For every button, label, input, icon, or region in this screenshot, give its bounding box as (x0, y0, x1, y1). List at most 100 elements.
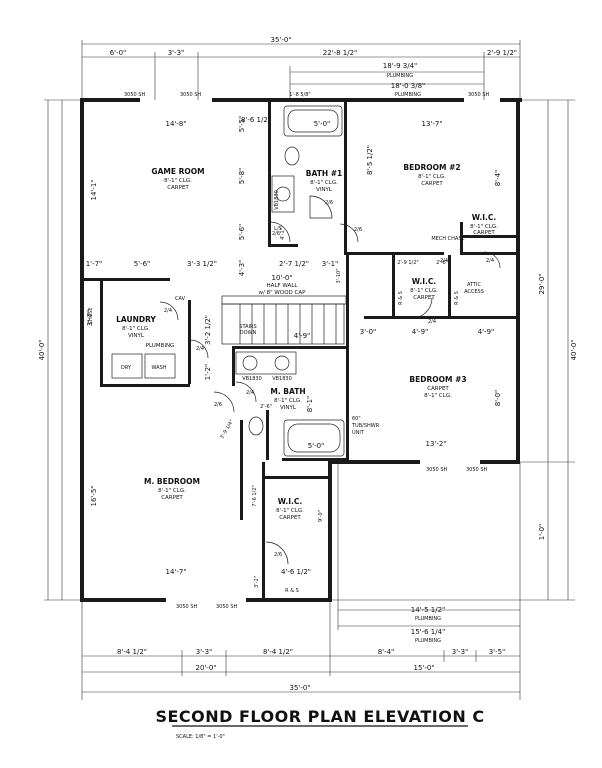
door-swings (159, 195, 501, 565)
room-laundry-floor: VINYL (128, 333, 145, 339)
dim-3-7: 3'-7" (86, 310, 94, 327)
dim-4-1: 4'-1" (280, 228, 286, 240)
laundry-plumbing-label: PLUMBING (146, 343, 175, 349)
room-bed2-ceiling: 8'-1" CLG. (418, 174, 446, 180)
dim-1-2: 1'-2" (204, 364, 212, 381)
room-laundry-ceiling: 8'-1" CLG. (122, 326, 150, 332)
linen-label: L/S (274, 226, 282, 232)
window-label-4: 3050 SH (426, 467, 447, 473)
dim-plumb1-lbl: PLUMBING (387, 73, 413, 79)
dim-4-9c: 4'-9" (478, 328, 495, 336)
interior-walls (84, 102, 518, 598)
dim-3-10: 3'-10" (336, 268, 342, 283)
room-wic-upper-floor: CARPET (473, 230, 495, 236)
dim-bed2-w: 13'-7" (421, 120, 442, 128)
dim-tub: 5'-0" (308, 442, 325, 450)
dim-7-6: 7'-6 1/2" (252, 485, 258, 506)
top-dimensions (81, 40, 521, 100)
dim-bot-b: 3'-3" (196, 648, 213, 656)
dim-bot-c: 8'-4 1/2" (263, 648, 293, 656)
dim-right-inner: 29'-0" (538, 273, 546, 294)
dim-3-0: 3'-0" (360, 328, 377, 336)
wood-cap-label: w/ 8" WOOD CAP (259, 290, 307, 296)
dim-plumb1-val: 18'-9 3/4" (383, 62, 418, 70)
dim-bot-a: 8'-4 1/2" (117, 648, 147, 656)
room-mbath-floor: VINYL (280, 405, 297, 411)
dim-2-9: 2'-9 1/2" (397, 260, 418, 266)
half-wall-label: HALF WALL (267, 283, 299, 289)
dim-plumb2-val: 18'-0 3/8" (391, 82, 426, 90)
window-label-6: 3050 SH (176, 604, 197, 610)
attic-label: ATTIC (467, 282, 482, 288)
dim-8-4: 8'-4" (494, 170, 502, 187)
dim-top-c: 22'-8 1/2" (323, 49, 358, 57)
dim-mbath-a: 2'-6" (260, 404, 272, 410)
room-game-ceiling: 8'-1" CLG. (164, 178, 192, 184)
exterior-walls (80, 98, 522, 602)
bottom-dimensions (81, 462, 521, 700)
chase-label: CHASE (88, 307, 94, 324)
plan-scale: SCALE: 1/8" = 1'-0" (176, 734, 225, 740)
room-wic-master-floor: CARPET (279, 515, 301, 521)
room-mbath-name: M. BATH (270, 387, 305, 396)
door-tag-g: 2/4 (196, 346, 204, 352)
dim-bot-overall: 35'-0" (289, 684, 310, 692)
plan-title: SECOND FLOOR PLAN ELEVATION C (155, 707, 484, 726)
bath1-fixtures (271, 105, 343, 213)
window-label-2: 3050 SH (180, 92, 201, 98)
room-bed2-floor: CARPET (421, 181, 443, 187)
room-bath1-ceiling: 8'-1" CLG. (310, 180, 338, 186)
room-wic-mid-floor: CARPET (413, 295, 435, 301)
door-tag-a: 2/6 (325, 200, 333, 206)
door-tag-d: 2/4 (486, 258, 494, 264)
door-tag-f: 2/4 (164, 308, 172, 314)
access-label: ACCESS (464, 289, 484, 295)
dim-game-h: 14'-1" (90, 179, 98, 200)
window-label-3: 3050 SH (468, 92, 489, 98)
dim-top-b: 3'-3" (168, 49, 185, 57)
rs-label-1: R & S (398, 291, 404, 305)
door-tag-h: 2/4 (246, 390, 254, 396)
dim-1-0: 1'-0" (538, 524, 546, 541)
dim-8-6: 8'-6 1/2" (241, 116, 271, 124)
dim-5-5: 5'-5" (238, 116, 246, 133)
door-tag-i: 2/6 (214, 402, 222, 408)
dim-bot-left: 20'-0" (195, 664, 216, 672)
dim-game-w: 14'-8" (165, 120, 186, 128)
dim-bot-plumb2-lbl: PLUMBING (415, 638, 441, 644)
dim-bot-f: 3'-5" (489, 648, 506, 656)
side-dimensions (44, 99, 575, 601)
dim-bed3-w: 13'-2" (425, 440, 446, 448)
dim-3-1: 3'-1" (322, 260, 339, 268)
tub-unit-label: UNIT (352, 430, 365, 436)
dim-top-d: 2'-9 1/2" (487, 49, 517, 57)
vanity-label-3: VB1830 (272, 376, 292, 382)
dim-1-7: 1'-7" (86, 260, 103, 268)
dim-5-6: 5'-6" (238, 224, 246, 241)
room-mbed-floor: CARPET (161, 495, 183, 501)
room-laundry-name: LAUNDRY (116, 315, 156, 324)
room-mbed-name: M. BEDROOM (144, 477, 200, 486)
room-wic-mid-ceiling: 8'-1" CLG. (410, 288, 438, 294)
cav-label: CAV (175, 296, 186, 302)
dim-9-0: 9'-0" (318, 510, 324, 522)
room-game-name: GAME ROOM (151, 167, 204, 176)
rs-label-3: R & S (285, 588, 299, 594)
dim-bot-plumb2-val: 15'-6 1/4" (411, 628, 446, 636)
room-wic-upper-name: W.I.C. (472, 213, 497, 222)
dim-5-6b: 5'-6" (134, 260, 151, 268)
stairs (221, 295, 347, 345)
room-wic-master-name: W.I.C. (278, 497, 303, 506)
dim-3-2b: 3'-2" (254, 576, 260, 588)
dim-3-2: 3'-2 1/2" (204, 315, 212, 345)
room-bed3-ceiling: CARPET (427, 386, 449, 392)
dim-wic-w: 4'-6 1/2" (281, 568, 311, 576)
vanity-label-2: VB1830 (242, 376, 262, 382)
door-tag-b: 2/6 (354, 227, 362, 233)
window-label-7: 3050 SH (216, 604, 237, 610)
room-bath1-name: BATH #1 (306, 169, 342, 178)
dim-bot-e: 3'-3" (452, 648, 469, 656)
dim-bot-d: 8'-4" (378, 648, 395, 656)
dim-4-9: 4'-9" (294, 332, 311, 340)
dim-bot-plumb1-val: 14'-5 1/2" (411, 606, 446, 614)
